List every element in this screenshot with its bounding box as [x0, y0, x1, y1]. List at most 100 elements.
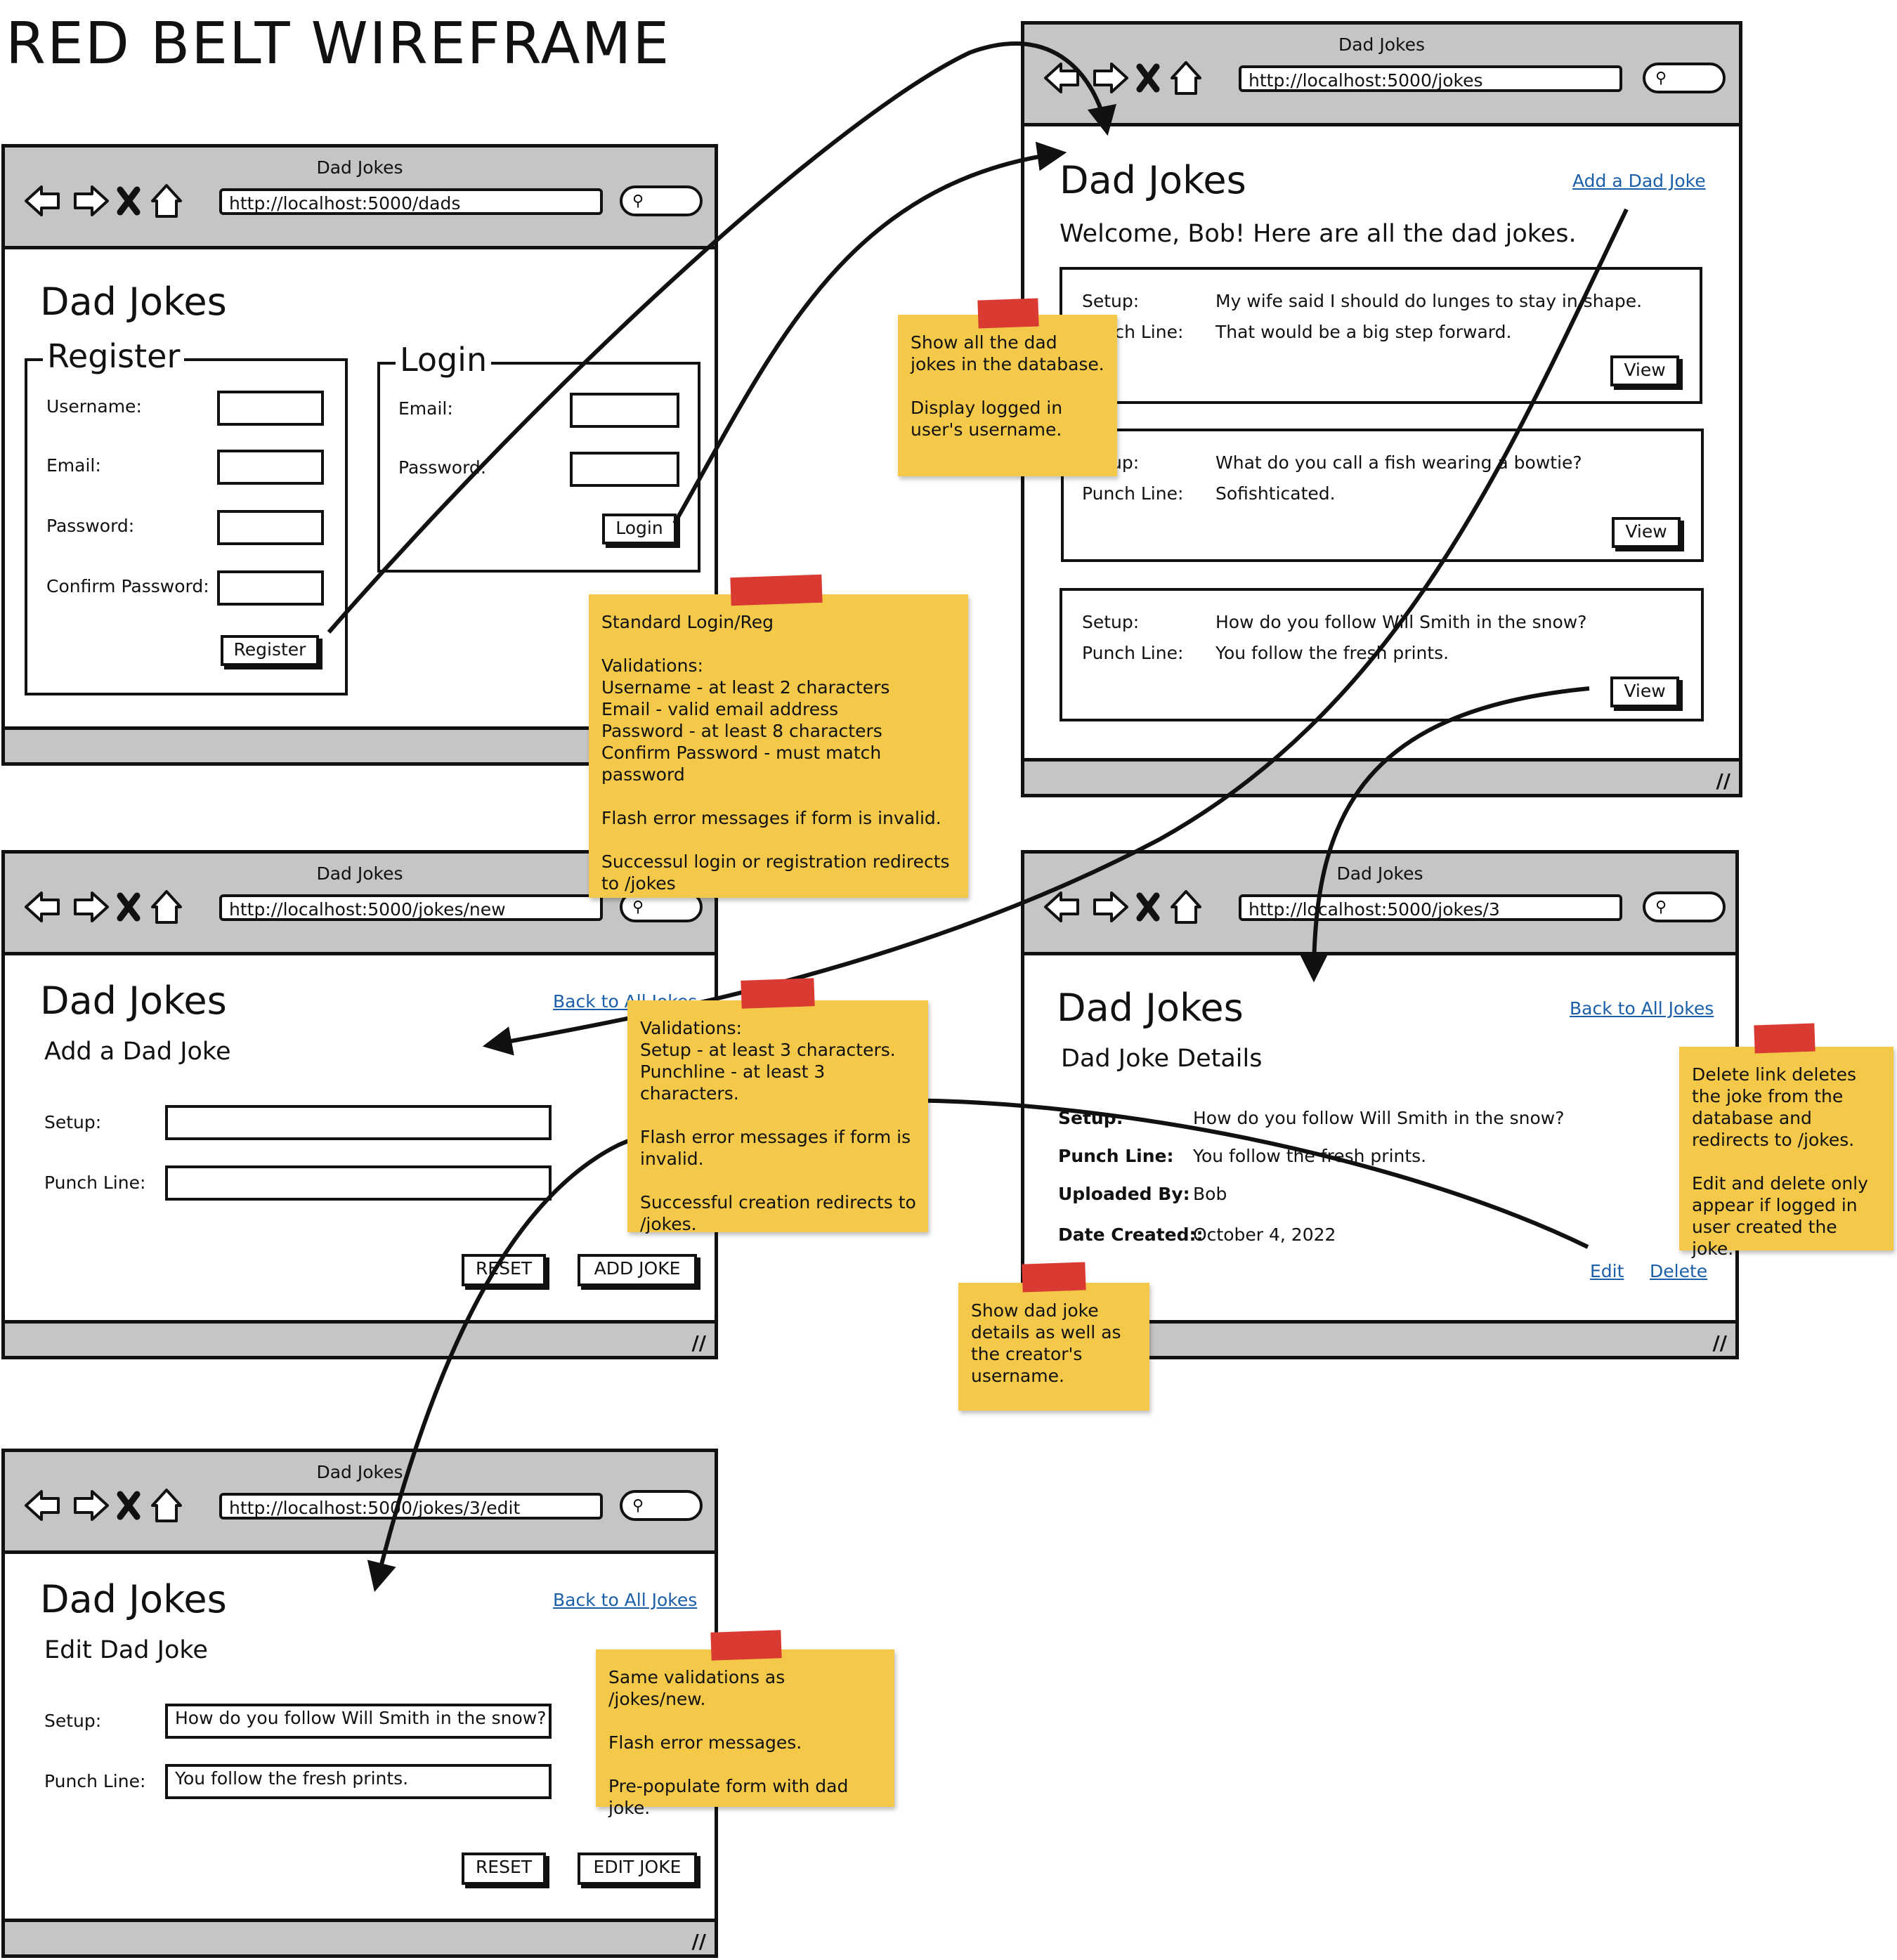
setup-label: Setup: [1082, 612, 1140, 632]
joke-setup: My wife said I should do lunges to stay … [1215, 291, 1643, 311]
window-title: Dad Jokes [1336, 863, 1423, 884]
back-arrow-icon[interactable] [1044, 891, 1079, 922]
username-field[interactable] [217, 391, 324, 426]
home-icon[interactable] [1171, 890, 1201, 924]
forward-arrow-icon[interactable] [1093, 63, 1128, 93]
setup-label: Setup: [44, 1112, 102, 1132]
setup-label: Setup: [44, 1711, 102, 1731]
close-icon[interactable] [1136, 892, 1160, 922]
view-button[interactable]: View [1610, 355, 1679, 386]
joke-punch-line: You follow the fresh prints. [1215, 643, 1449, 663]
resize-grip-icon[interactable]: // [1712, 1331, 1727, 1354]
back-to-all-jokes-link[interactable]: Back to All Jokes [553, 1590, 698, 1610]
close-icon[interactable] [117, 1491, 141, 1520]
register-form: Register Username: Email: Password: Conf… [25, 340, 348, 695]
tape [730, 574, 823, 606]
tape [710, 1630, 782, 1661]
uploaded-by-value: Bob [1193, 1184, 1227, 1204]
login-email-label: Email: [398, 398, 453, 419]
date-created-label: Date Created:: [1058, 1224, 1204, 1245]
setup-label: Setup: [1058, 1108, 1123, 1128]
search-box[interactable]: ⚲ [620, 1490, 703, 1521]
tape [1022, 1262, 1086, 1293]
resize-grip-icon[interactable]: // [1716, 769, 1730, 792]
delete-link[interactable]: Delete [1650, 1261, 1708, 1281]
password-field[interactable] [217, 510, 324, 545]
sticky-note-delete: Delete link deletes the joke from the da… [1679, 1047, 1893, 1259]
details-subtitle: Dad Joke Details [1061, 1045, 1263, 1073]
joke-card: Setup: How do you follow Will Smith in t… [1060, 588, 1704, 721]
resize-grip-icon[interactable]: // [691, 1331, 706, 1354]
back-arrow-icon[interactable] [25, 891, 60, 922]
search-icon: ⚲ [1655, 899, 1667, 916]
resize-grip-icon[interactable]: // [691, 1930, 706, 1953]
view-button[interactable]: View [1610, 677, 1679, 707]
joke-card: Setup: My wife said I should do lunges t… [1060, 267, 1702, 404]
status-bar: // [5, 1320, 715, 1356]
browser-nav-icons [1044, 61, 1201, 95]
punch-line-label: Punch Line: [1058, 1146, 1174, 1166]
back-arrow-icon[interactable] [25, 185, 60, 216]
email-label: Email: [46, 455, 101, 476]
login-form: Login Email: Password: Login [377, 344, 700, 573]
page-title: RED BELT WIREFRAME [6, 11, 671, 77]
username-label: Username: [46, 396, 142, 417]
register-button[interactable]: Register [221, 635, 319, 666]
punch-line-input[interactable] [165, 1165, 552, 1201]
address-bar[interactable]: http://localhost:5000/jokes/new [219, 894, 603, 921]
search-box[interactable]: ⚲ [620, 185, 703, 216]
login-password-field[interactable] [570, 452, 679, 487]
search-box[interactable]: ⚲ [1643, 891, 1726, 922]
login-email-field[interactable] [570, 393, 679, 428]
browser-nav-icons [1044, 890, 1201, 924]
browser-chrome: Dad Jokes http://localhost:5000/jokes/3/… [5, 1452, 715, 1554]
close-icon[interactable] [117, 892, 141, 922]
sticky-note-details: Show dad joke details as well as the cre… [958, 1283, 1149, 1411]
confirm-password-field[interactable] [217, 570, 324, 606]
search-icon: ⚲ [1655, 70, 1667, 87]
edit-link[interactable]: Edit [1590, 1261, 1624, 1281]
forward-arrow-icon[interactable] [74, 891, 109, 922]
add-joke-link[interactable]: Add a Dad Joke [1572, 171, 1706, 191]
password-label: Password: [46, 516, 135, 536]
app-title: Dad Jokes [40, 1577, 227, 1621]
forward-arrow-icon[interactable] [74, 185, 109, 216]
email-field[interactable] [217, 450, 324, 485]
search-icon: ⚲ [632, 1497, 644, 1515]
close-icon[interactable] [1136, 63, 1160, 93]
home-icon[interactable] [151, 1489, 182, 1522]
home-icon[interactable] [151, 890, 182, 924]
app-title: Dad Jokes [1060, 158, 1246, 202]
setup-input[interactable] [165, 1105, 552, 1140]
setup-input[interactable]: How do you follow Will Smith in the snow… [165, 1704, 552, 1739]
browser-window-jokes: Dad Jokes http://localhost:5000/jokes ⚲ … [1021, 21, 1742, 797]
reset-button[interactable]: RESET [462, 1254, 546, 1286]
date-created-value: October 4, 2022 [1193, 1224, 1336, 1245]
home-icon[interactable] [151, 184, 182, 218]
home-icon[interactable] [1171, 61, 1201, 95]
view-button[interactable]: View [1612, 517, 1681, 548]
add-joke-button[interactable]: ADD JOKE [578, 1254, 697, 1286]
back-to-all-jokes-link[interactable]: Back to All Jokes [1570, 998, 1714, 1019]
search-box[interactable]: ⚲ [1643, 63, 1726, 93]
reset-button[interactable]: RESET [462, 1853, 546, 1885]
punch-line-input[interactable]: You follow the fresh prints. [165, 1764, 552, 1799]
back-arrow-icon[interactable] [25, 1490, 60, 1521]
forward-arrow-icon[interactable] [74, 1490, 109, 1521]
joke-punch-line: That would be a big step forward. [1215, 322, 1512, 342]
app-title: Dad Jokes [1057, 986, 1244, 1030]
edit-joke-button[interactable]: EDIT JOKE [578, 1853, 697, 1885]
app-title: Dad Jokes [40, 979, 227, 1023]
form-subtitle: Edit Dad Joke [44, 1636, 208, 1664]
back-arrow-icon[interactable] [1044, 63, 1079, 93]
address-bar[interactable]: http://localhost:5000/jokes/3 [1239, 894, 1622, 921]
browser-chrome: Dad Jokes http://localhost:5000/jokes ⚲ [1024, 25, 1739, 126]
window-title: Dad Jokes [316, 157, 403, 178]
close-icon[interactable] [117, 186, 141, 216]
address-bar[interactable]: http://localhost:5000/jokes/3/edit [219, 1493, 603, 1520]
forward-arrow-icon[interactable] [1093, 891, 1128, 922]
login-button[interactable]: Login [602, 514, 677, 544]
address-bar[interactable]: http://localhost:5000/dads [219, 188, 603, 215]
address-bar[interactable]: http://localhost:5000/jokes [1239, 65, 1622, 92]
app-title: Dad Jokes [40, 280, 227, 324]
